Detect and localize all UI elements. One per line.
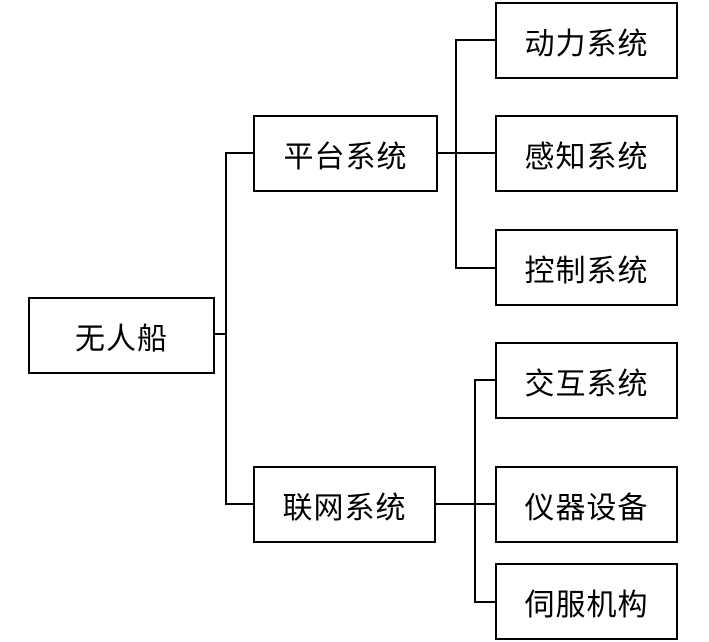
node-network-system: 联网系统: [253, 466, 436, 543]
connector-line: [455, 39, 495, 41]
node-control-system: 控制系统: [495, 229, 678, 306]
connector-line: [436, 503, 495, 505]
connector-line: [474, 379, 476, 603]
node-label: 联网系统: [282, 490, 407, 526]
connector-line: [225, 152, 227, 505]
connector-line: [213, 333, 227, 335]
node-servo-mechanism: 伺服机构: [495, 563, 678, 640]
node-platform-system: 平台系统: [253, 115, 438, 192]
node-instrument-equipment: 仪器设备: [495, 466, 678, 543]
node-label: 交互系统: [524, 366, 649, 402]
connector-line: [455, 267, 495, 269]
connector-line: [225, 152, 253, 154]
connector-line: [438, 152, 495, 154]
connector-line: [455, 39, 457, 269]
node-interaction-system: 交互系统: [495, 342, 678, 419]
node-power-system: 动力系统: [495, 2, 678, 79]
node-label: 控制系统: [524, 253, 649, 289]
connector-line: [474, 601, 495, 603]
node-label: 无人船: [75, 321, 168, 357]
node-label: 仪器设备: [524, 490, 649, 526]
node-perception-system: 感知系统: [495, 115, 678, 192]
node-label: 伺服机构: [524, 587, 649, 623]
connector-line: [225, 503, 253, 505]
node-label: 平台系统: [283, 139, 408, 175]
node-label: 感知系统: [524, 139, 649, 175]
node-label: 动力系统: [524, 26, 649, 62]
connector-line: [474, 379, 495, 381]
node-root-unmanned-ship: 无人船: [28, 297, 215, 374]
